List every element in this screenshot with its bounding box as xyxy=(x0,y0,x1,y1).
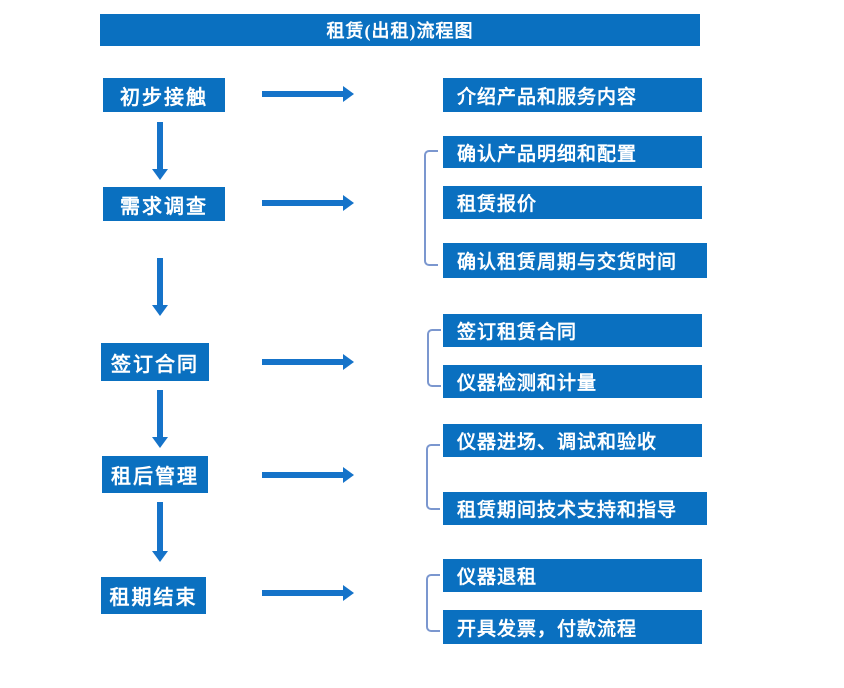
detail-label: 租赁报价 xyxy=(457,194,538,215)
detail-label: 确认租赁周期与交货时间 xyxy=(457,252,678,273)
stage-box-demand-survey: 需求调查 xyxy=(103,187,225,221)
detail-box-sign-rental-contract: 签订租赁合同 xyxy=(443,314,702,347)
right-arrow-icon xyxy=(262,467,354,483)
stage-label: 租后管理 xyxy=(111,466,199,488)
stage-box-post-rental-management: 租后管理 xyxy=(102,456,208,493)
group-bracket-rental-end xyxy=(426,574,440,632)
stage-box-rental-end: 租期结束 xyxy=(101,577,206,614)
detail-label: 介绍产品和服务内容 xyxy=(457,86,638,108)
detail-label: 确认产品明细和配置 xyxy=(457,143,638,165)
down-arrow-icon xyxy=(152,122,168,180)
detail-box-instrument-testing: 仪器检测和计量 xyxy=(443,365,702,398)
stage-label: 初步接触 xyxy=(120,86,208,109)
down-arrow-icon xyxy=(152,390,168,448)
detail-box-invoice-payment: 开具发票，付款流程 xyxy=(443,610,702,644)
detail-label: 开具发票，付款流程 xyxy=(457,618,638,640)
right-arrow-icon xyxy=(262,354,354,370)
flowchart-title: 租赁(出租)流程图 xyxy=(326,21,474,41)
detail-label: 仪器退租 xyxy=(457,567,538,588)
stage-box-initial-contact: 初步接触 xyxy=(103,78,225,112)
stage-label: 需求调查 xyxy=(120,195,208,218)
detail-box-confirm-product-config: 确认产品明细和配置 xyxy=(443,136,702,168)
detail-label: 仪器检测和计量 xyxy=(457,373,598,394)
detail-box-rental-quote: 租赁报价 xyxy=(443,186,702,219)
detail-box-technical-support: 租赁期间技术支持和指导 xyxy=(443,492,707,525)
detail-box-instrument-installation: 仪器进场、调试和验收 xyxy=(443,424,702,457)
down-arrow-icon xyxy=(152,502,168,562)
down-arrow-icon xyxy=(152,258,168,316)
group-bracket-demand-survey xyxy=(424,150,438,266)
stage-label: 签订合同 xyxy=(111,353,199,376)
detail-label: 租赁期间技术支持和指导 xyxy=(457,500,678,521)
right-arrow-icon xyxy=(262,86,354,102)
group-bracket-sign-contract xyxy=(427,329,441,387)
stage-label: 租期结束 xyxy=(109,587,198,609)
detail-box-instrument-return: 仪器退租 xyxy=(443,559,702,592)
detail-label: 仪器进场、调试和验收 xyxy=(457,432,658,453)
detail-box-introduce-products: 介绍产品和服务内容 xyxy=(443,78,702,112)
detail-box-confirm-period-delivery: 确认租赁周期与交货时间 xyxy=(443,243,707,278)
stage-box-sign-contract: 签订合同 xyxy=(101,343,209,381)
right-arrow-icon xyxy=(262,585,354,601)
group-bracket-post-rental xyxy=(426,444,440,510)
detail-label: 签订租赁合同 xyxy=(457,322,578,343)
right-arrow-icon xyxy=(262,195,354,211)
flowchart-title-bar: 租赁(出租)流程图 xyxy=(100,14,700,46)
